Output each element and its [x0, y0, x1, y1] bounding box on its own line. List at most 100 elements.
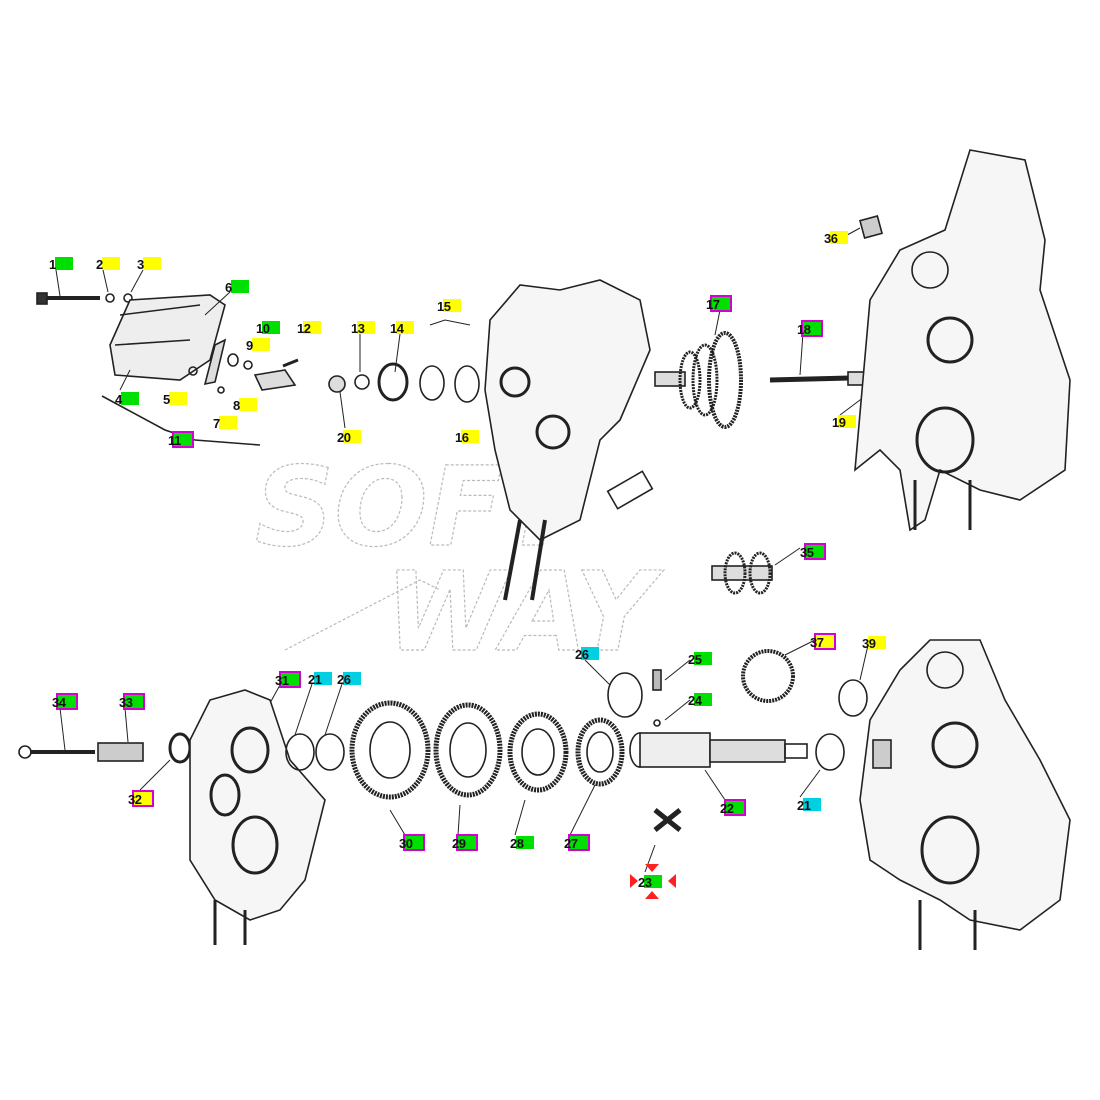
callout-number: 9 [246, 338, 253, 353]
callout-highlight [694, 693, 712, 706]
callout-part-37[interactable]: 37 [810, 633, 836, 650]
callout-part-26[interactable]: 26 [575, 646, 599, 662]
callout-part-19[interactable]: 19 [832, 414, 856, 430]
callout-part-30[interactable]: 30 [399, 834, 425, 851]
callout-highlight [143, 257, 161, 270]
callout-part-16[interactable]: 16 [455, 429, 479, 445]
ball-24 [653, 719, 661, 727]
callout-number: 25 [688, 652, 702, 667]
callout-highlight [172, 431, 194, 448]
callout-highlight [239, 398, 257, 411]
svg-text:WAY: WAY [385, 548, 664, 676]
callout-part-33[interactable]: 33 [119, 693, 145, 710]
callout-highlight [803, 798, 821, 811]
bolt-part [36, 292, 133, 305]
callout-part-11[interactable]: 11 [168, 431, 194, 448]
callout-part-21[interactable]: 21 [797, 797, 821, 813]
callout-part-3[interactable]: 3 [137, 256, 161, 272]
callout-part-25[interactable]: 25 [688, 651, 712, 667]
callout-highlight [219, 416, 237, 429]
callout-number: 31 [275, 673, 289, 688]
callout-part-12[interactable]: 12 [297, 320, 321, 336]
crankcase-half-top [484, 279, 654, 601]
callout-number: 17 [706, 297, 720, 312]
cross-23 [653, 808, 682, 832]
callout-part-17[interactable]: 17 [706, 295, 732, 312]
callout-part-21[interactable]: 21 [308, 671, 332, 687]
callout-number: 3 [137, 257, 144, 272]
callout-part-8[interactable]: 8 [233, 397, 257, 413]
crankcase-half-right-top [854, 149, 1071, 532]
callout-part-26[interactable]: 26 [337, 671, 361, 687]
callout-number: 21 [308, 672, 322, 687]
callout-part-20[interactable]: 20 [337, 429, 361, 445]
callout-part-34[interactable]: 34 [52, 693, 78, 710]
ring-26 [607, 672, 643, 718]
callout-highlight [461, 430, 479, 443]
callout-highlight [838, 415, 856, 428]
callout-part-27[interactable]: 27 [564, 834, 590, 851]
callout-part-9[interactable]: 9 [246, 337, 270, 353]
callout-highlight [343, 430, 361, 443]
callout-part-1[interactable]: 1 [49, 256, 73, 272]
callout-number: 30 [399, 836, 413, 851]
callout-highlight [169, 392, 187, 405]
callout-part-6[interactable]: 6 [225, 279, 249, 295]
callout-number: 36 [824, 231, 838, 246]
callout-part-7[interactable]: 7 [213, 415, 237, 431]
callout-highlight [123, 693, 145, 710]
callout-highlight [694, 652, 712, 665]
selection-arrow-right-icon [668, 874, 676, 888]
callout-part-24[interactable]: 24 [688, 692, 712, 708]
callout-number: 39 [862, 636, 876, 651]
callout-highlight [403, 834, 425, 851]
callout-part-29[interactable]: 29 [452, 834, 478, 851]
callout-part-2[interactable]: 2 [96, 256, 120, 272]
callout-part-5[interactable]: 5 [163, 391, 187, 407]
callout-part-10[interactable]: 10 [256, 320, 280, 336]
callout-number: 26 [575, 647, 589, 662]
callout-number: 26 [337, 672, 351, 687]
callout-part-13[interactable]: 13 [351, 320, 375, 336]
callout-highlight [55, 257, 73, 270]
callout-part-36[interactable]: 36 [824, 230, 848, 246]
callout-part-31[interactable]: 31 [275, 671, 301, 688]
selection-arrow-up-icon [645, 864, 659, 872]
callout-part-4[interactable]: 4 [115, 391, 139, 407]
callout-number: 23 [638, 875, 652, 890]
callout-highlight [710, 295, 732, 312]
callout-part-39[interactable]: 39 [862, 635, 886, 651]
gear-35 [711, 551, 773, 595]
callout-part-32[interactable]: 32 [128, 790, 154, 807]
callout-number: 13 [351, 321, 365, 336]
callout-highlight [262, 321, 280, 334]
callout-number: 16 [455, 430, 469, 445]
callout-number: 2 [96, 257, 103, 272]
callout-highlight [121, 392, 139, 405]
selector-rod-parts [18, 732, 192, 764]
callout-part-22[interactable]: 22 [720, 799, 746, 816]
callout-highlight [830, 231, 848, 244]
callout-highlight [231, 280, 249, 293]
callout-part-14[interactable]: 14 [390, 320, 414, 336]
selector-cover [109, 294, 226, 381]
callout-highlight [56, 693, 78, 710]
callout-number: 12 [297, 321, 311, 336]
spring-25 [652, 669, 662, 691]
callout-part-18[interactable]: 18 [797, 320, 823, 337]
callout-number: 18 [797, 322, 811, 337]
callout-part-15[interactable]: 15 [437, 298, 461, 314]
callout-number: 4 [115, 392, 122, 407]
callout-part-35[interactable]: 35 [800, 543, 826, 560]
selector-lever [188, 338, 299, 394]
callout-highlight [252, 338, 270, 351]
callout-number: 29 [452, 836, 466, 851]
crankcase-half-left [189, 689, 345, 945]
gear-set [349, 700, 625, 800]
callout-number: 5 [163, 392, 170, 407]
callout-part-28[interactable]: 28 [510, 835, 534, 851]
callout-part-23[interactable]: 23 [638, 874, 662, 890]
callout-number: 22 [720, 801, 734, 816]
